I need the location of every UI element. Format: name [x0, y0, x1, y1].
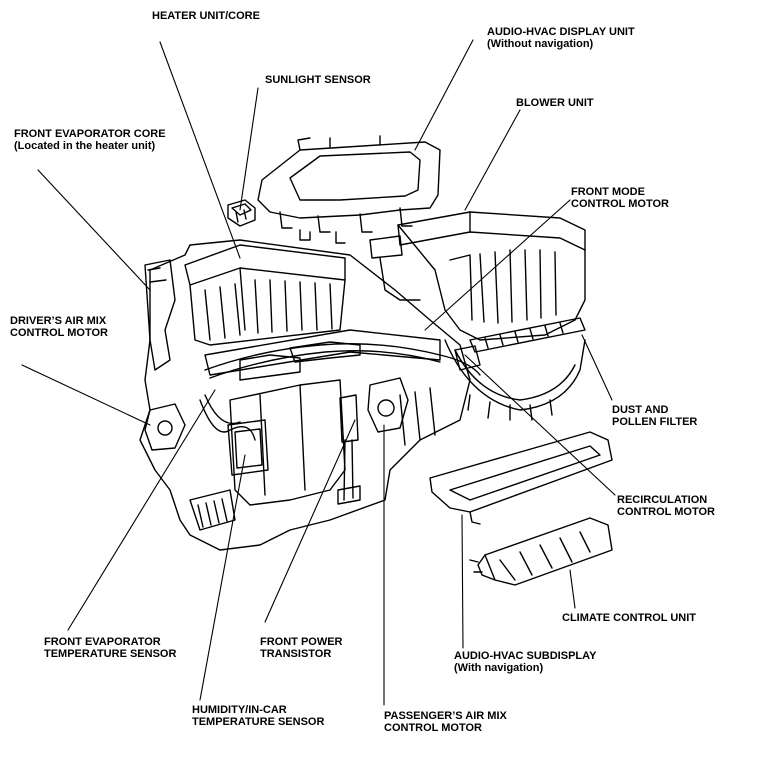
sunlight-sensor-part — [227, 199, 256, 227]
label-front-power-transistor-line2: TRANSISTOR — [260, 648, 332, 660]
heater-unit-housing — [139, 239, 481, 551]
label-audio-hvac-subdisplay-line2: (With navigation) — [454, 662, 544, 674]
label-drivers-air-mix-control-motor-line1: DRIVER’S AIR MIX — [10, 315, 107, 327]
label-sunlight-sensor: SUNLIGHT SENSOR — [265, 74, 371, 86]
label-audio-hvac-display-unit: AUDIO-HVAC DISPLAY UNIT (Without navigat… — [487, 26, 635, 50]
label-front-power-transistor: FRONT POWER TRANSISTOR — [260, 636, 343, 660]
label-blower-unit-line1: BLOWER UNIT — [516, 97, 594, 109]
label-dust-and-pollen-filter-line1: DUST AND — [612, 404, 669, 416]
label-humidity-in-car-temperature-sensor-line2: TEMPERATURE SENSOR — [192, 716, 325, 728]
label-passengers-air-mix-control-motor: PASSENGER’S AIR MIX CONTROL MOTOR — [384, 710, 507, 734]
label-audio-hvac-display-unit-line2: (Without navigation) — [487, 38, 594, 50]
label-front-evaporator-temperature-sensor-line2: TEMPERATURE SENSOR — [44, 648, 177, 660]
climate-control-unit-part — [469, 517, 613, 586]
label-heater-unit-core: HEATER UNIT/CORE — [152, 10, 260, 22]
label-front-evaporator-core: FRONT EVAPORATOR CORE (Located in the he… — [14, 128, 166, 152]
label-audio-hvac-subdisplay: AUDIO-HVAC SUBDISPLAY (With navigation) — [454, 650, 596, 674]
label-humidity-in-car-temperature-sensor-line1: HUMIDITY/IN-CAR — [192, 704, 287, 716]
label-dust-and-pollen-filter-line2: POLLEN FILTER — [612, 416, 698, 428]
label-drivers-air-mix-control-motor: DRIVER’S AIR MIX CONTROL MOTOR — [10, 315, 108, 339]
audio-hvac-display-unit-part — [257, 135, 441, 244]
label-recirculation-control-motor-line1: RECIRCULATION — [617, 494, 708, 506]
label-recirculation-control-motor: RECIRCULATION CONTROL MOTOR — [617, 494, 715, 518]
label-climate-control-unit: CLIMATE CONTROL UNIT — [562, 612, 696, 624]
label-front-evaporator-temperature-sensor: FRONT EVAPORATOR TEMPERATURE SENSOR — [44, 636, 176, 660]
label-dust-and-pollen-filter: DUST AND POLLEN FILTER — [612, 404, 697, 428]
label-front-evaporator-temperature-sensor-line1: FRONT EVAPORATOR — [44, 636, 161, 648]
blower-unit-part — [369, 211, 586, 421]
label-drivers-air-mix-control-motor-line2: CONTROL MOTOR — [10, 327, 108, 339]
audio-hvac-subdisplay-part — [429, 431, 613, 525]
label-sunlight-sensor-line1: SUNLIGHT SENSOR — [265, 74, 371, 86]
leader-lines — [21, 39, 616, 706]
label-passengers-air-mix-control-motor-line2: CONTROL MOTOR — [384, 722, 482, 734]
label-audio-hvac-display-unit-line1: AUDIO-HVAC DISPLAY UNIT — [487, 26, 635, 38]
label-front-mode-control-motor: FRONT MODE CONTROL MOTOR — [571, 186, 669, 210]
label-recirculation-control-motor-line2: CONTROL MOTOR — [617, 506, 715, 518]
label-humidity-in-car-temperature-sensor: HUMIDITY/IN-CAR TEMPERATURE SENSOR — [192, 704, 324, 728]
label-passengers-air-mix-control-motor-line1: PASSENGER’S AIR MIX — [384, 710, 507, 722]
label-front-evaporator-core-line1: FRONT EVAPORATOR CORE — [14, 128, 166, 140]
label-front-evaporator-core-line2: (Located in the heater unit) — [14, 140, 156, 152]
label-front-power-transistor-line1: FRONT POWER — [260, 636, 343, 648]
label-front-mode-control-motor-line1: FRONT MODE — [571, 186, 645, 198]
label-blower-unit: BLOWER UNIT — [516, 97, 594, 109]
label-front-mode-control-motor-line2: CONTROL MOTOR — [571, 198, 669, 210]
label-audio-hvac-subdisplay-line1: AUDIO-HVAC SUBDISPLAY — [454, 650, 597, 662]
label-heater-unit-core-line1: HEATER UNIT/CORE — [152, 10, 260, 22]
label-climate-control-unit-line1: CLIMATE CONTROL UNIT — [562, 612, 697, 624]
